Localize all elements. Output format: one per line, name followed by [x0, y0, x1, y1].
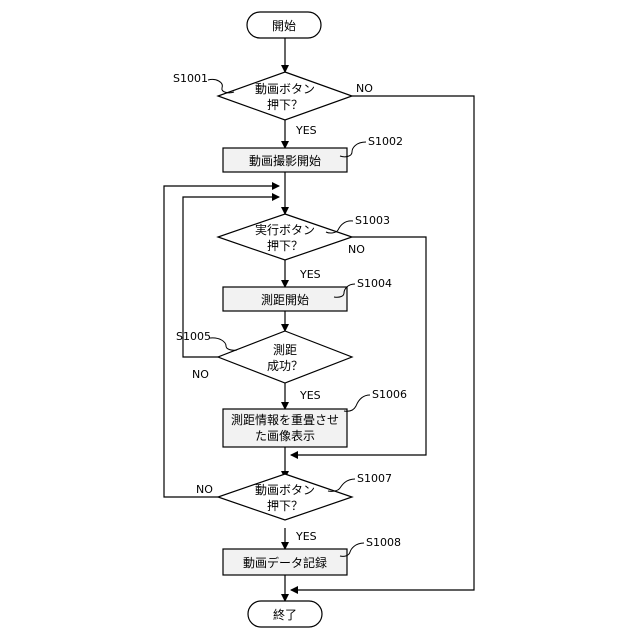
- start-label: 開始: [272, 19, 296, 33]
- process-ranging-start-label: 測距開始: [261, 293, 309, 307]
- process-video-record-label: 動画データ記録: [243, 555, 327, 570]
- process-video-record: 動画データ記録: [223, 549, 347, 575]
- step-s1006-leader: [344, 395, 370, 411]
- branch-d1-yes: YES: [295, 124, 317, 137]
- step-s1008: S1008: [366, 536, 401, 549]
- step-s1003: S1003: [355, 214, 390, 227]
- process-overlay-display: 測距情報を重畳させ た画像表示: [223, 409, 347, 447]
- process-video-start: 動画撮影開始: [223, 148, 347, 172]
- end-label: 終了: [273, 607, 297, 622]
- decision-video-button-1-line1: 動画ボタン: [255, 82, 315, 96]
- decision-video-button-2: 動画ボタン 押下？: [218, 474, 352, 520]
- step-s1006: S1006: [372, 388, 407, 401]
- process-overlay-display-line1: 測距情報を重畳させ: [231, 413, 339, 427]
- step-s1001-leader: [208, 79, 234, 92]
- decision-exec-button-line1: 実行ボタン: [255, 222, 315, 237]
- decision-video-button-1-line2: 押下？: [267, 98, 303, 112]
- branch-d1-no: NO: [356, 82, 373, 95]
- step-s1007: S1007: [357, 472, 392, 485]
- end-terminal: 終了: [248, 601, 322, 627]
- step-s1004: S1004: [357, 277, 392, 290]
- connectors: [164, 38, 474, 601]
- step-s1001: S1001: [173, 72, 208, 85]
- step-s1005-leader: [210, 338, 237, 350]
- step-s1002: S1002: [368, 135, 403, 148]
- step-s1005: S1005: [176, 330, 211, 343]
- branch-d3-no: NO: [348, 243, 365, 256]
- decision-ranging-success: 測距 成功？: [218, 331, 352, 383]
- branch-d3-yes: YES: [299, 268, 321, 281]
- start-terminal: 開始: [247, 12, 321, 38]
- branch-d5-no: NO: [192, 368, 209, 381]
- process-video-start-label: 動画撮影開始: [249, 154, 321, 168]
- process-ranging-start: 測距開始: [223, 287, 347, 311]
- decision-video-button-2-line2: 押下？: [267, 499, 303, 513]
- branch-d5-yes: YES: [299, 389, 321, 402]
- process-overlay-display-line2: た画像表示: [255, 429, 315, 443]
- decision-exec-button: 実行ボタン 押下？: [218, 214, 352, 260]
- decision-ranging-success-line2: 成功？: [267, 359, 303, 373]
- branch-d7-yes: YES: [295, 530, 317, 543]
- decision-video-button-1: 動画ボタン 押下？: [218, 72, 352, 120]
- branch-d7-no: NO: [196, 483, 213, 496]
- decision-ranging-success-line1: 測距: [273, 343, 297, 357]
- decision-exec-button-line2: 押下？: [267, 239, 303, 253]
- decision-video-button-2-line1: 動画ボタン: [255, 483, 315, 497]
